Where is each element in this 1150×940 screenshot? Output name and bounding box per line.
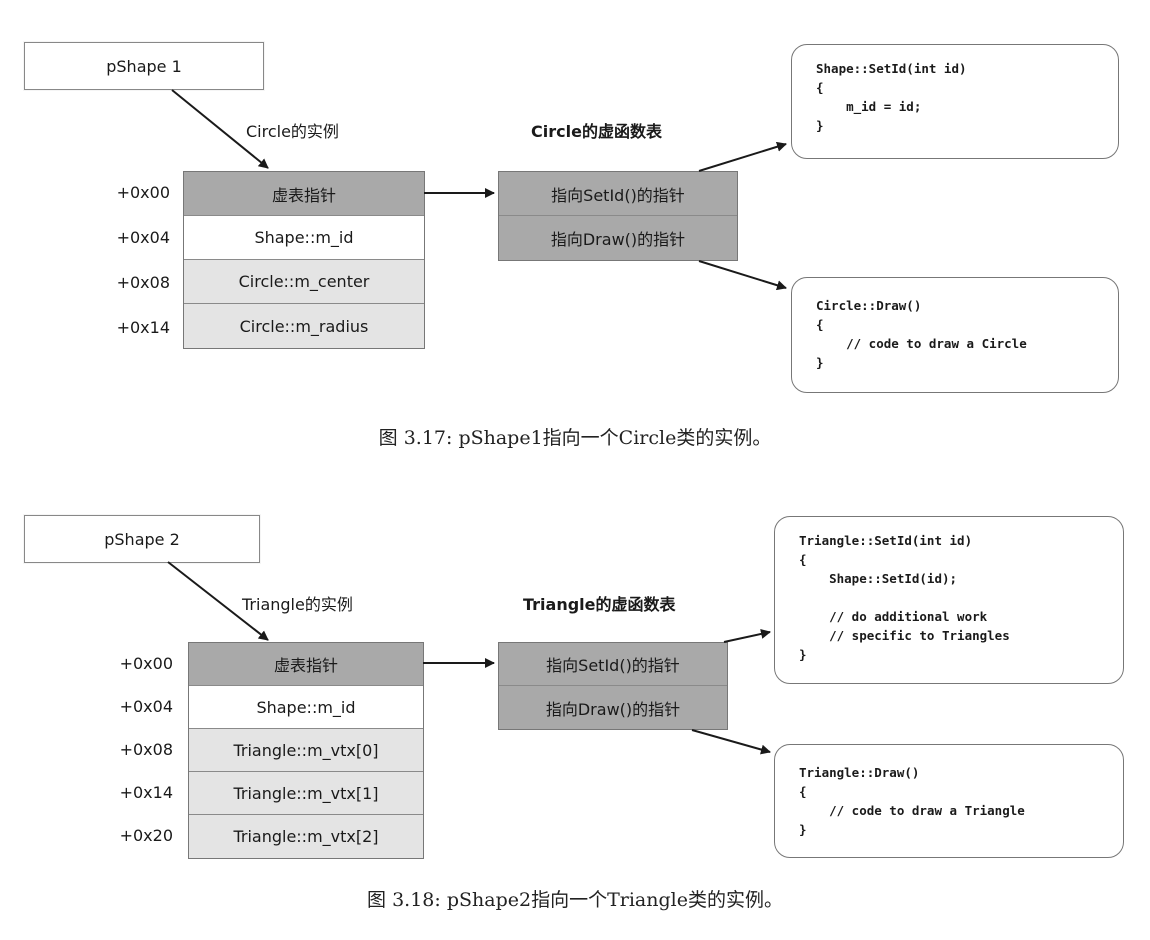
vtable: 指向SetId()的指针 指向Draw()的指针 — [498, 171, 738, 261]
vtable-entry-draw: 指向Draw()的指针 — [499, 686, 727, 729]
code-line: { — [816, 317, 824, 332]
member-cell: Shape::m_id — [189, 686, 423, 729]
code-line: } — [799, 822, 807, 837]
member-cell: Triangle::m_vtx[0] — [189, 729, 423, 772]
object-layout-table: 虚表指针 Shape::m_id Triangle::m_vtx[0] Tria… — [188, 642, 424, 859]
instance-label: Circle的实例 — [246, 122, 339, 141]
code-box-draw: Circle::Draw() { // code to draw a Circl… — [791, 277, 1119, 393]
member-cell: Circle::m_center — [184, 260, 424, 304]
draw-entry-arrow — [691, 729, 771, 755]
pointer-label: pShape 2 — [104, 529, 180, 549]
member-cell: Circle::m_radius — [184, 304, 424, 348]
vtable-title: Triangle的虚函数表 — [523, 595, 676, 614]
code-line: // specific to Triangles — [799, 628, 1010, 643]
code-line: Shape::SetId(id); — [799, 571, 958, 586]
vtable-entry-setid: 指向SetId()的指针 — [499, 643, 727, 686]
code-line: m_id = id; — [816, 99, 922, 114]
instance-label: Triangle的实例 — [242, 595, 353, 614]
code-line: } — [816, 118, 824, 133]
offset-label: +0x00 — [119, 654, 173, 673]
offset-label: +0x20 — [119, 826, 173, 845]
figure-caption: 图 3.17: pShape1指向一个Circle类的实例。 — [378, 427, 772, 449]
draw-entry-arrow — [698, 260, 787, 291]
member-cell: Triangle::m_vtx[1] — [189, 772, 423, 815]
code-box-setid: Shape::SetId(int id) { m_id = id; } — [791, 44, 1119, 159]
object-layout-table: 虚表指针 Shape::m_id Circle::m_center Circle… — [183, 171, 425, 349]
offset-label: +0x04 — [116, 228, 170, 247]
code-line: { — [816, 80, 824, 95]
pointer-arrow — [171, 89, 269, 169]
code-line: } — [816, 355, 824, 370]
pointer-box-pshape2: pShape 2 — [24, 515, 260, 563]
code-line: Triangle::SetId(int id) — [799, 533, 973, 548]
setid-entry-arrow — [698, 141, 787, 172]
offset-label: +0x08 — [116, 273, 170, 292]
offset-label: +0x14 — [119, 783, 173, 802]
offset-label: +0x14 — [116, 318, 170, 337]
member-cell: Triangle::m_vtx[2] — [189, 815, 423, 858]
vtable: 指向SetId()的指针 指向Draw()的指针 — [498, 642, 728, 730]
offset-label: +0x04 — [119, 697, 173, 716]
code-line: Shape::SetId(int id) — [816, 61, 967, 76]
code-line: // do additional work — [799, 609, 988, 624]
code-line: { — [799, 552, 807, 567]
code-box-draw: Triangle::Draw() { // code to draw a Tri… — [774, 744, 1124, 858]
pointer-box-pshape1: pShape 1 — [24, 42, 264, 90]
pointer-arrow — [167, 561, 269, 641]
code-line: // code to draw a Triangle — [799, 803, 1025, 818]
setid-entry-arrow — [723, 629, 771, 643]
vtable-entry-setid: 指向SetId()的指针 — [499, 172, 737, 216]
code-line: { — [799, 784, 807, 799]
pointer-label: pShape 1 — [106, 56, 182, 76]
vtable-entry-draw: 指向Draw()的指针 — [499, 216, 737, 260]
offset-label: +0x00 — [116, 183, 170, 202]
vptr-cell: 虚表指针 — [184, 172, 424, 216]
figure-caption: 图 3.18: pShape2指向一个Triangle类的实例。 — [367, 889, 783, 911]
code-line: Circle::Draw() — [816, 298, 922, 313]
vptr-cell: 虚表指针 — [189, 643, 423, 686]
vtable-title: Circle的虚函数表 — [531, 122, 662, 141]
offset-label: +0x08 — [119, 740, 173, 759]
code-box-setid: Triangle::SetId(int id) { Shape::SetId(i… — [774, 516, 1124, 684]
code-line: } — [799, 647, 807, 662]
code-line: Triangle::Draw() — [799, 765, 920, 780]
code-line: // code to draw a Circle — [816, 336, 1027, 351]
member-cell: Shape::m_id — [184, 216, 424, 260]
